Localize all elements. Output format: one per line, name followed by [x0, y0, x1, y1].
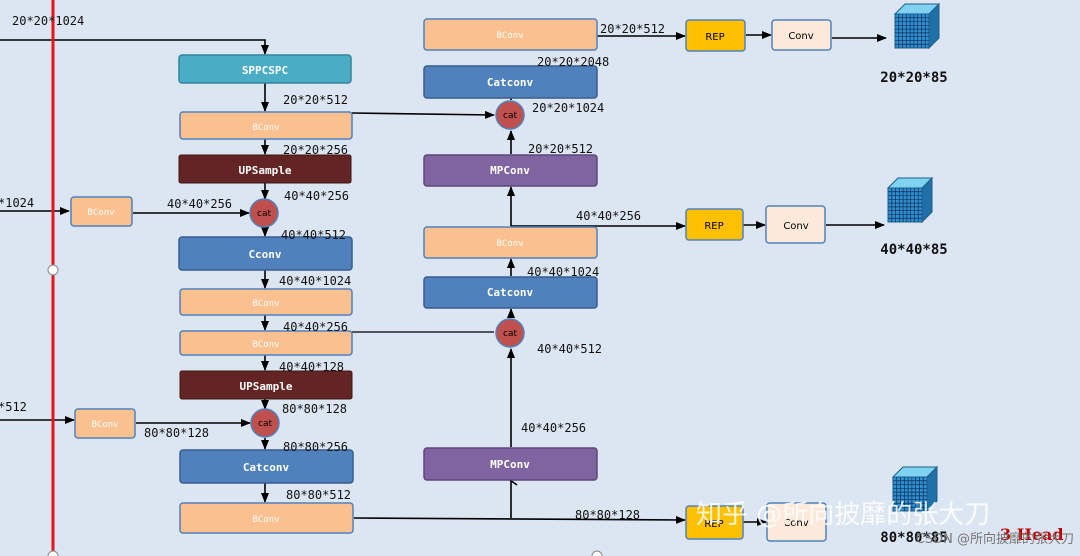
- dim-label: 40*40*256: [521, 421, 586, 435]
- output-cube-icon: [891, 465, 939, 513]
- svg-text:REP: REP: [704, 221, 723, 232]
- svg-text:MPConv: MPConv: [490, 458, 530, 471]
- output-label-3: 80*80*85: [880, 530, 947, 546]
- svg-text:BConv: BConv: [252, 515, 279, 525]
- dim-label: 20*20*1024: [532, 101, 604, 115]
- dim-label: 40*40*512: [281, 228, 346, 242]
- block-bconv-r1: BConv: [423, 18, 598, 51]
- svg-text:MPConv: MPConv: [490, 164, 530, 177]
- block-mpconv-r2: MPConv: [423, 447, 598, 481]
- block-cat-r1: cat: [495, 100, 525, 130]
- corner-label: 3 Head: [1000, 525, 1064, 544]
- dim-label: 40*40*1024: [279, 274, 351, 288]
- block-cat-2: cat: [250, 408, 280, 438]
- connectors: [0, 31, 887, 526]
- dimension-labels: 20*20*1024 *1024 *512 20*20*512 20*20*25…: [0, 14, 665, 522]
- svg-text:UPSample: UPSample: [240, 380, 293, 393]
- dim-label: 40*40*512: [537, 342, 602, 356]
- dim-label: 20*20*256: [283, 143, 348, 157]
- svg-text:REP: REP: [704, 519, 723, 530]
- dim-label: 40*40*256: [284, 189, 349, 203]
- line-handle: [47, 550, 59, 556]
- dim-label: 80*80*512: [286, 488, 351, 502]
- block-rep-3: REP: [685, 505, 744, 540]
- block-bconv-bottom: BConv: [179, 502, 354, 534]
- output-cube-icon: [886, 176, 934, 224]
- dim-label: 80*80*128: [282, 402, 347, 416]
- svg-text:Conv: Conv: [783, 518, 808, 529]
- dim-label: 40*40*256: [167, 197, 232, 211]
- output-cube-icon: [893, 2, 941, 50]
- dim-label: 20*20*512: [283, 93, 348, 107]
- svg-text:Conv: Conv: [783, 221, 808, 232]
- block-conv-2: Conv: [765, 205, 826, 244]
- block-bconv-3: BConv: [179, 330, 353, 356]
- block-cat-r2: cat: [495, 318, 525, 348]
- dim-label: 20*20*512: [528, 142, 593, 156]
- dim-label: 20*20*2048: [537, 55, 609, 69]
- svg-text:BConv: BConv: [252, 299, 279, 309]
- svg-text:BConv: BConv: [252, 123, 279, 133]
- block-conv-1: Conv: [771, 19, 832, 51]
- block-conv-3: Conv: [766, 502, 827, 542]
- svg-text:Conv: Conv: [788, 31, 813, 42]
- block-bconv-2: BConv: [179, 288, 353, 316]
- dim-label: 40*40*256: [576, 209, 641, 223]
- block-upsample-2: UPSample: [179, 370, 353, 400]
- block-bconv-top: BConv: [179, 111, 353, 140]
- dim-label: *512: [0, 400, 27, 414]
- block-bconv-side-1: BConv: [70, 196, 133, 227]
- block-bconv-r2: BConv: [423, 226, 598, 259]
- watermark-csdn: CSDN @所向披靡的张大刀: [916, 531, 1074, 547]
- svg-text:BConv: BConv: [87, 208, 114, 218]
- block-rep-2: REP: [685, 208, 744, 241]
- block-cconv: Cconv: [178, 236, 353, 271]
- svg-text:cat: cat: [257, 209, 271, 219]
- svg-text:BConv: BConv: [496, 31, 523, 41]
- output-label-2: 40*40*85: [880, 242, 947, 258]
- dim-label: 40*40*256: [283, 320, 348, 334]
- svg-text:Catconv: Catconv: [487, 286, 534, 299]
- line-handle: [47, 264, 59, 276]
- dim-label: *1024: [0, 196, 34, 210]
- block-catconv-left: Catconv: [179, 449, 354, 484]
- watermark-zhihu: 知乎 @所向披靡的张大刀: [696, 500, 990, 530]
- svg-text:cat: cat: [503, 329, 517, 339]
- block-bconv-side-2: BConv: [74, 408, 136, 439]
- svg-text:Cconv: Cconv: [248, 248, 281, 261]
- dim-label: 80*80*128: [144, 426, 209, 440]
- output-label-1: 20*20*85: [880, 70, 947, 86]
- dim-label: 20*20*512: [600, 22, 665, 36]
- dim-label: 40*40*1024: [527, 265, 599, 279]
- svg-text:UPSample: UPSample: [239, 164, 292, 177]
- svg-text:Catconv: Catconv: [243, 461, 290, 474]
- svg-text:BConv: BConv: [496, 239, 523, 249]
- svg-text:Catconv: Catconv: [487, 76, 534, 89]
- line-handle: [591, 550, 603, 556]
- svg-text:SPPCSPC: SPPCSPC: [242, 64, 288, 77]
- svg-text:cat: cat: [503, 111, 517, 121]
- svg-text:BConv: BConv: [252, 340, 279, 350]
- dim-label: 20*20*1024: [12, 14, 84, 28]
- block-catconv-r2: Catconv: [423, 276, 598, 309]
- dim-label: 80*80*128: [575, 508, 640, 522]
- dim-label: 80*80*256: [283, 440, 348, 454]
- block-rep-1: REP: [685, 19, 746, 52]
- svg-text:REP: REP: [705, 32, 724, 43]
- block-mpconv-r1: MPConv: [423, 154, 598, 187]
- svg-text:cat: cat: [258, 419, 272, 429]
- block-cat-1: cat: [249, 198, 279, 228]
- block-catconv-r1: Catconv: [423, 65, 598, 99]
- block-sppcspc: SPPCSPC: [178, 54, 352, 84]
- svg-text:BConv: BConv: [91, 420, 118, 430]
- dim-label: 40*40*128: [279, 360, 344, 374]
- block-upsample-1: UPSample: [178, 154, 352, 184]
